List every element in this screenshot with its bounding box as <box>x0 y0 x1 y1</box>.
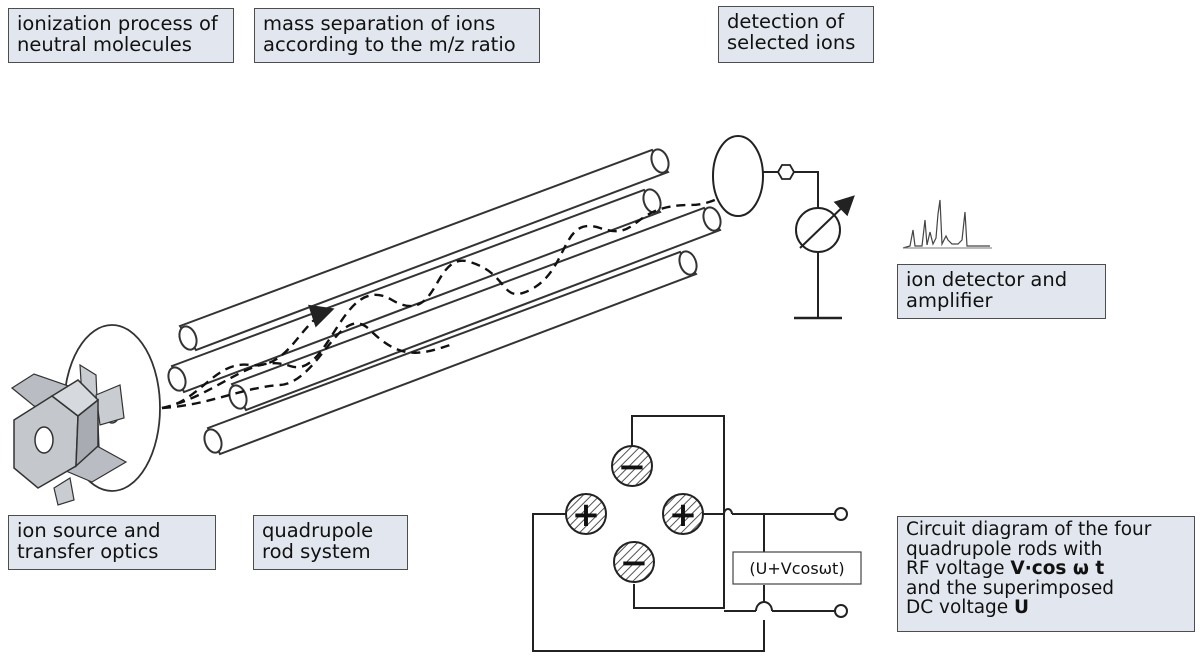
label-ionization-line1: ionization process of <box>17 12 218 35</box>
circuit-caption-line4: and the superimposed <box>906 577 1115 599</box>
terminal-top-icon <box>834 507 848 521</box>
rod-positive-left-sign: + <box>572 495 601 535</box>
ion-detector <box>712 135 855 320</box>
rf-voltage-formula: V·cos ω t <box>1010 558 1105 579</box>
rod-positive-right <box>662 493 704 535</box>
quadrupole-circuit <box>532 415 848 652</box>
label-detector-amplifier: ion detector and amplifier <box>897 264 1106 319</box>
resonant-ion-path <box>161 172 752 410</box>
label-circuit-caption: Circuit diagram of the four quadrupole r… <box>897 516 1195 632</box>
circuit-caption-line5-prefix: DC voltage <box>906 597 1015 618</box>
rod-positive-right-sign: + <box>669 495 698 535</box>
quadrupole-rods <box>167 148 722 456</box>
label-ion-source: ion source and transfer optics <box>8 515 216 570</box>
source-block-hole <box>34 426 54 454</box>
label-quadrupole: quadrupole rod system <box>253 515 408 570</box>
label-detection-line2: selected ions <box>727 31 856 54</box>
detector-connector-icon <box>776 164 796 180</box>
ion-trajectories <box>161 172 752 410</box>
voltage-source: (U+Vcosωt) <box>732 551 862 585</box>
label-detection: detection of selected ions <box>718 6 874 63</box>
label-mass-separation-line1: mass separation of ions <box>263 12 496 35</box>
circuit-caption-line1: Circuit diagram of the four <box>906 519 1152 540</box>
detector-plate <box>712 135 764 217</box>
circuit-caption-line3: RF voltage V·cos ω t <box>906 559 1186 579</box>
rod-bottom <box>203 250 698 456</box>
label-ion-source-line2: transfer optics <box>17 540 159 563</box>
label-quadrupole-line1: quadrupole <box>262 519 374 542</box>
label-detection-line1: detection of <box>727 10 845 33</box>
rod-negative-top <box>611 445 653 487</box>
mass-spectrum-icon <box>902 199 992 249</box>
label-detector-amplifier-line1: ion detector and <box>906 268 1068 291</box>
label-ionization-line2: neutral molecules <box>17 33 192 56</box>
circuit-rods: − + + − <box>565 445 704 583</box>
rod-negative-bottom <box>613 541 655 583</box>
unstable-ion-path <box>161 304 335 410</box>
voltage-label: (U+Vcosωt) <box>749 559 844 578</box>
circuit-caption-line2: quadrupole rods with <box>906 538 1103 560</box>
label-quadrupole-line2: rod system <box>262 540 371 563</box>
rod-negative-bottom-sign: − <box>620 543 649 583</box>
terminal-bottom-icon <box>834 604 848 618</box>
label-detector-amplifier-line2: amplifier <box>906 289 993 312</box>
circuit-caption-line5: DC voltage U <box>906 598 1186 618</box>
dc-voltage-symbol: U <box>1014 597 1030 618</box>
label-mass-separation-line2: according to the m/z ratio <box>263 33 516 56</box>
deflected-ion-path <box>161 322 451 410</box>
source-block-side <box>75 398 99 468</box>
ion-source <box>10 324 161 506</box>
rod-negative-top-sign: − <box>618 447 647 487</box>
circuit-caption-line3-prefix: RF voltage <box>906 558 1011 579</box>
label-mass-separation: mass separation of ions according to the… <box>254 8 540 63</box>
rod-positive-left <box>565 493 607 535</box>
rod-top <box>178 148 670 352</box>
label-ion-source-line1: ion source and <box>17 519 161 542</box>
label-ionization: ionization process of neutral molecules <box>8 8 234 63</box>
source-plate-lower-left <box>53 477 75 506</box>
